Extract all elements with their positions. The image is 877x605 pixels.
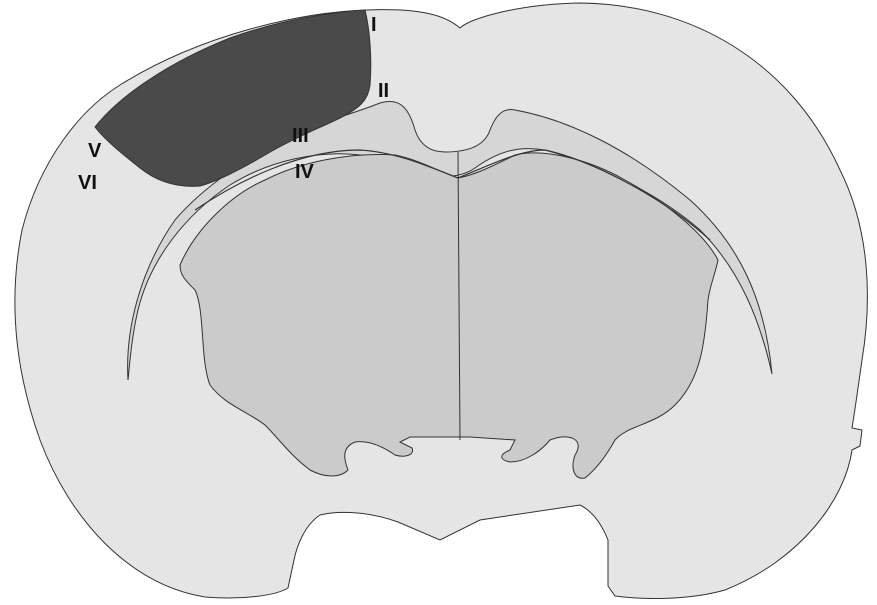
layer-ii-label: II xyxy=(378,80,389,102)
layer-v-label: V xyxy=(88,140,102,162)
layer-iii-label: III xyxy=(292,125,309,147)
layer-vi-label: VI xyxy=(78,172,97,194)
layer-iv-label: IV xyxy=(295,161,315,183)
layer-i-label: I xyxy=(371,14,377,36)
